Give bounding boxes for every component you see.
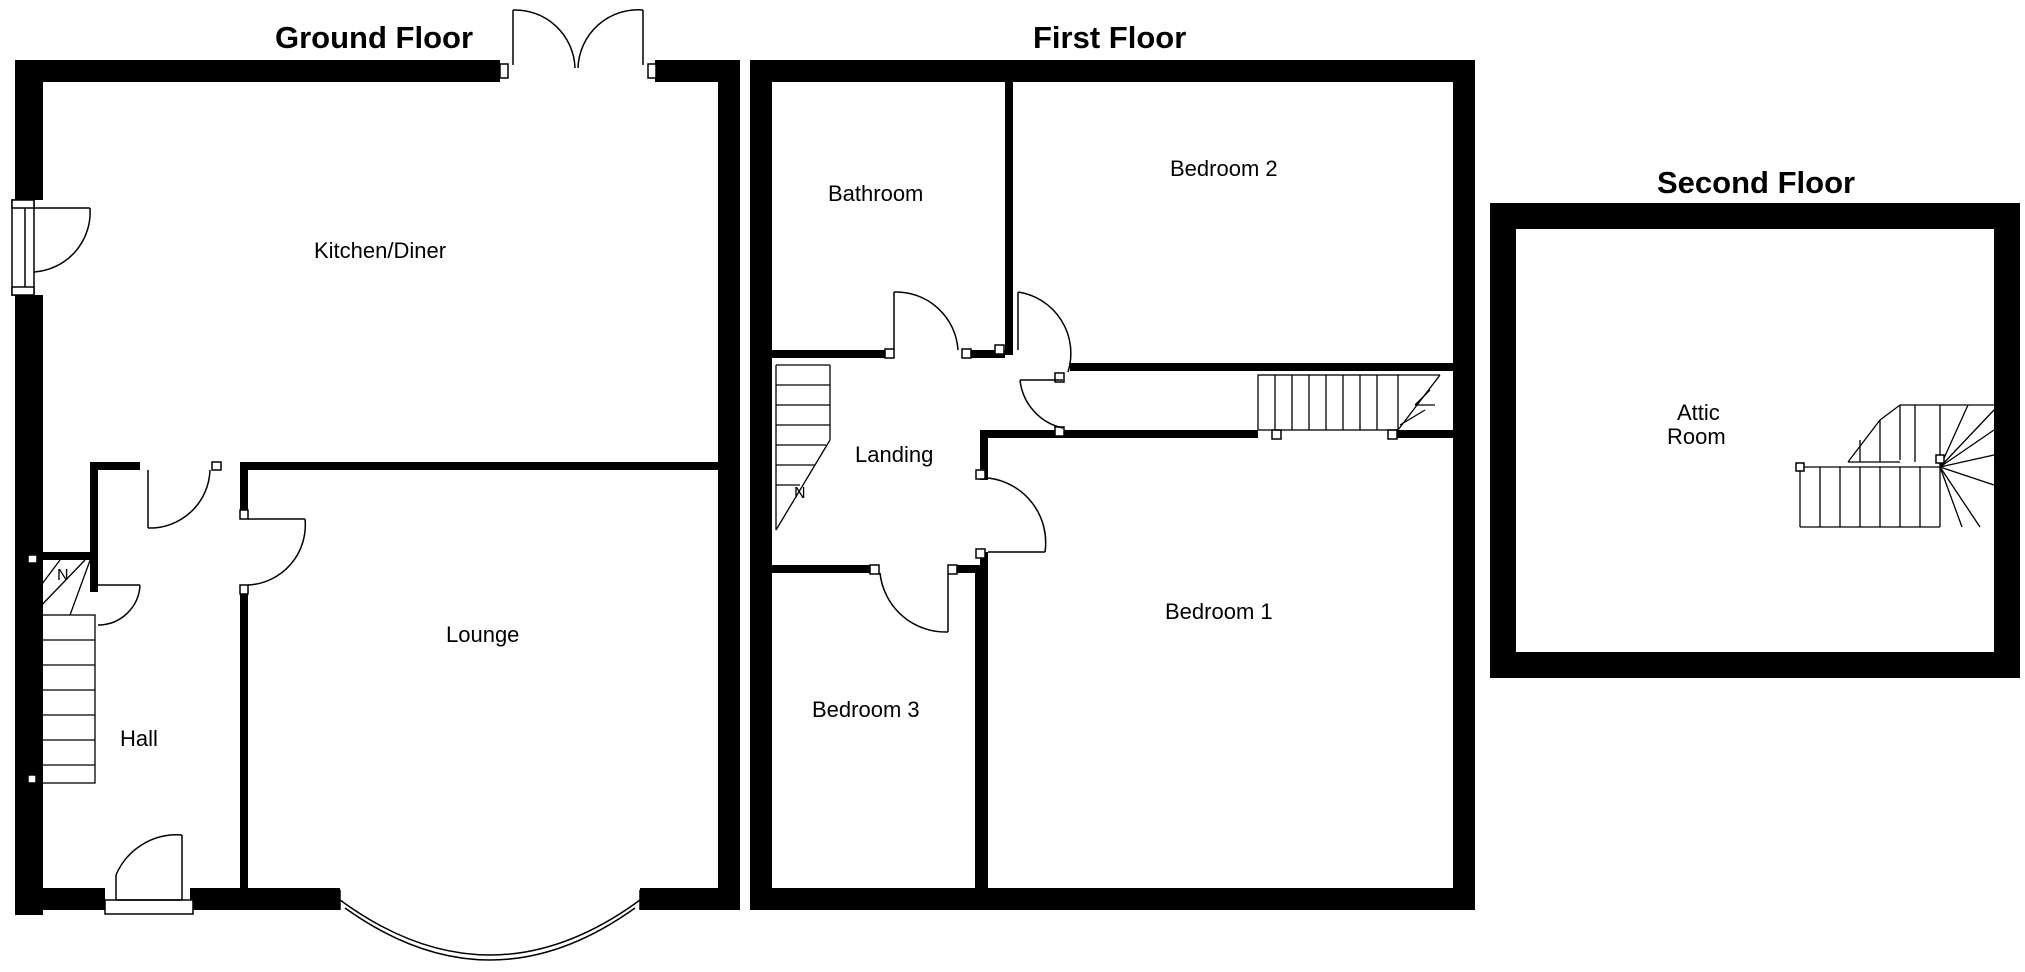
first-wall-corridor-bottom bbox=[1058, 430, 1258, 438]
bedroom2-label: Bedroom 2 bbox=[1170, 156, 1278, 181]
jamb bbox=[975, 469, 986, 480]
ground-wall-kitchen-lounge bbox=[245, 462, 720, 470]
first-wall-landing-corner bbox=[980, 430, 1060, 438]
first-wall-top bbox=[750, 60, 1475, 82]
first-wall-landing-right bbox=[980, 430, 988, 480]
jamb bbox=[239, 584, 249, 595]
first-wall-right bbox=[1453, 60, 1475, 910]
jamb bbox=[1271, 429, 1282, 440]
ground-wall-hall-top bbox=[90, 462, 140, 470]
jamb bbox=[211, 461, 222, 471]
jamb bbox=[975, 548, 986, 559]
bedroom2-door bbox=[1017, 291, 1072, 373]
hall-kitchen-door bbox=[147, 469, 211, 529]
first-wall-bed1-left bbox=[980, 552, 988, 892]
bathroom-label: Bathroom bbox=[828, 181, 923, 206]
first-floor-title: First Floor bbox=[1033, 20, 1186, 55]
first-wall-bed3-top bbox=[770, 565, 875, 573]
first-wall-bath-bottom bbox=[770, 350, 890, 358]
jamb bbox=[1054, 372, 1065, 383]
jamb bbox=[869, 564, 880, 575]
jamb bbox=[994, 344, 1005, 355]
second-wall-right bbox=[1994, 203, 2020, 678]
ground-wall-left-upper bbox=[15, 60, 43, 200]
ground-north-marker: N bbox=[57, 567, 69, 584]
second-floor: Second Floor Attic Room bbox=[1490, 165, 2020, 678]
corridor-door bbox=[1019, 379, 1064, 429]
jamb bbox=[884, 348, 895, 359]
first-wall-left bbox=[750, 60, 772, 910]
attic-staircase bbox=[1795, 404, 1995, 528]
hall-lounge-door bbox=[247, 518, 307, 586]
jamb bbox=[239, 509, 249, 520]
ground-floor-title: Ground Floor bbox=[275, 20, 473, 55]
first-floor: N First Floor Bathroom Bedroom 2 Landing… bbox=[750, 20, 1475, 910]
hall-label: Hall bbox=[120, 726, 158, 751]
jamb bbox=[499, 63, 509, 79]
attic-room-label-line1: Attic bbox=[1677, 400, 1720, 425]
second-wall-top bbox=[1490, 203, 2020, 229]
ground-wall-top-left bbox=[15, 60, 500, 82]
kitchen-diner-label: Kitchen/Diner bbox=[314, 238, 446, 263]
ground-staircase bbox=[27, 554, 96, 784]
jamb bbox=[947, 564, 958, 575]
ground-wall-hall-right-upper bbox=[240, 462, 248, 512]
first-wall-bath-bottom-2 bbox=[965, 350, 1005, 358]
first-wall-bed3-top-2 bbox=[950, 565, 985, 573]
jamb bbox=[647, 63, 657, 79]
ground-wall-bottom-mid bbox=[190, 888, 340, 910]
first-wall-bath-bed2 bbox=[1005, 80, 1013, 355]
first-wall-bed3-right bbox=[975, 565, 983, 890]
first-staircase-right bbox=[1257, 374, 1441, 431]
second-wall-bottom bbox=[1490, 652, 2020, 678]
jamb bbox=[1387, 429, 1398, 440]
first-north-marker: N bbox=[794, 485, 806, 502]
bedroom1-door bbox=[987, 477, 1047, 553]
ground-floor: N Ground Floor Kitchen/Diner Lounge Hall bbox=[11, 9, 740, 961]
second-floor-title: Second Floor bbox=[1657, 165, 1855, 200]
first-staircase-left bbox=[775, 364, 831, 531]
ground-wall-left-lower bbox=[15, 295, 43, 915]
side-door bbox=[11, 199, 91, 296]
first-wall-corridor-bottom-2 bbox=[1390, 430, 1455, 438]
bedroom3-label: Bedroom 3 bbox=[812, 697, 920, 722]
lounge-label: Lounge bbox=[446, 622, 519, 647]
ground-wall-under-stairs-top bbox=[30, 552, 98, 560]
second-wall-left bbox=[1490, 203, 1516, 678]
first-wall-bottom bbox=[750, 888, 1475, 910]
cupboard-door bbox=[97, 584, 141, 626]
bay-window bbox=[339, 890, 641, 961]
bedroom1-label: Bedroom 1 bbox=[1165, 599, 1273, 624]
bedroom3-door bbox=[879, 572, 949, 633]
front-door bbox=[104, 834, 194, 915]
french-doors bbox=[512, 9, 644, 69]
ground-wall-hall-right-lower bbox=[240, 590, 248, 890]
attic-room-label-line2: Room bbox=[1667, 424, 1726, 449]
ground-wall-bottom-left bbox=[15, 888, 105, 910]
ground-wall-right bbox=[718, 60, 740, 910]
ground-wall-bottom-right bbox=[640, 888, 740, 910]
jamb bbox=[961, 348, 972, 359]
ground-wall-under-stairs-right bbox=[90, 552, 98, 592]
bathroom-door bbox=[893, 291, 959, 351]
ground-wall-hall-left bbox=[90, 462, 98, 552]
landing-label: Landing bbox=[855, 442, 933, 467]
first-wall-bed2-bottom bbox=[1070, 363, 1455, 371]
